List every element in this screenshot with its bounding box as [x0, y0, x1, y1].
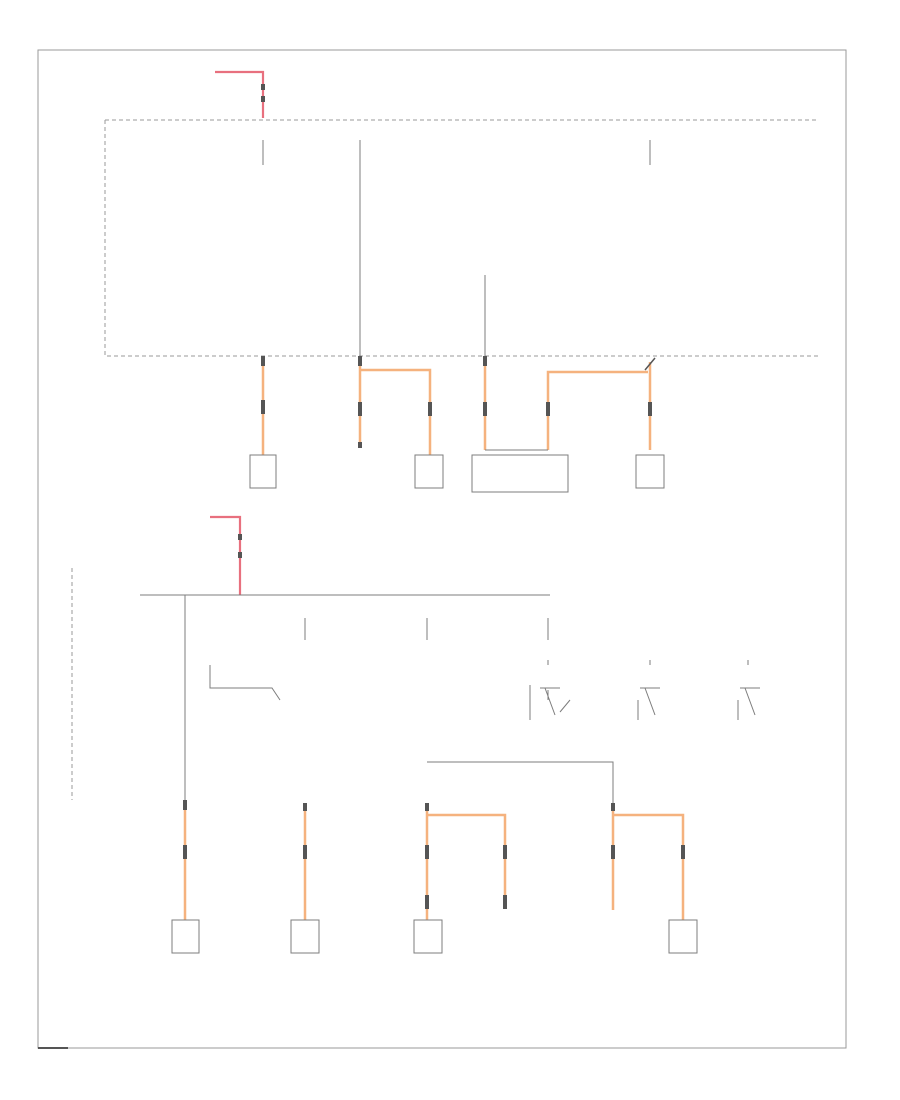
- lower-feed-wire: [210, 515, 242, 595]
- component-l3: [413, 919, 443, 954]
- lower-branch-4-wire: [611, 805, 685, 920]
- upper-fuse-block-box: [104, 119, 818, 357]
- upper-branch-4-wire: [546, 362, 652, 450]
- relay-2: [637, 660, 660, 720]
- body-module-component: [471, 454, 569, 493]
- upper-feed-wire: [215, 70, 265, 118]
- relay-1: [529, 660, 571, 720]
- upper-branch-4-diode: [644, 357, 656, 371]
- headlamp-component: [171, 919, 200, 954]
- lower-section: [71, 515, 760, 954]
- upper-branch-4-connectors: [546, 402, 652, 416]
- lower-switch-wire: [209, 665, 281, 701]
- upper-branch-2-connectors: [358, 356, 432, 448]
- engine-ctrl-component: [635, 454, 665, 489]
- component-l2: [290, 919, 320, 954]
- lower-branch-3-connectors: [425, 803, 507, 909]
- lower-relay-bus: [427, 761, 614, 805]
- lower-branch-4-connectors: [611, 803, 685, 859]
- upper-branch-2-wire: [358, 358, 432, 455]
- lower-branch-1-connectors: [183, 800, 187, 859]
- radio-component: [249, 454, 277, 489]
- component-l6: [668, 919, 698, 954]
- upper-branch-1-connectors: [261, 356, 265, 414]
- lower-branch-2-connectors: [303, 803, 307, 859]
- relay-3: [737, 660, 760, 720]
- upper-feed-connector: [261, 84, 265, 102]
- cluster-component: [414, 454, 444, 489]
- lower-branch-3-wire: [425, 805, 507, 920]
- lower-feed-connector: [238, 534, 242, 558]
- diagram-frame: [37, 49, 847, 1049]
- upper-section: [104, 70, 818, 493]
- upper-branch-3-connectors: [483, 356, 487, 416]
